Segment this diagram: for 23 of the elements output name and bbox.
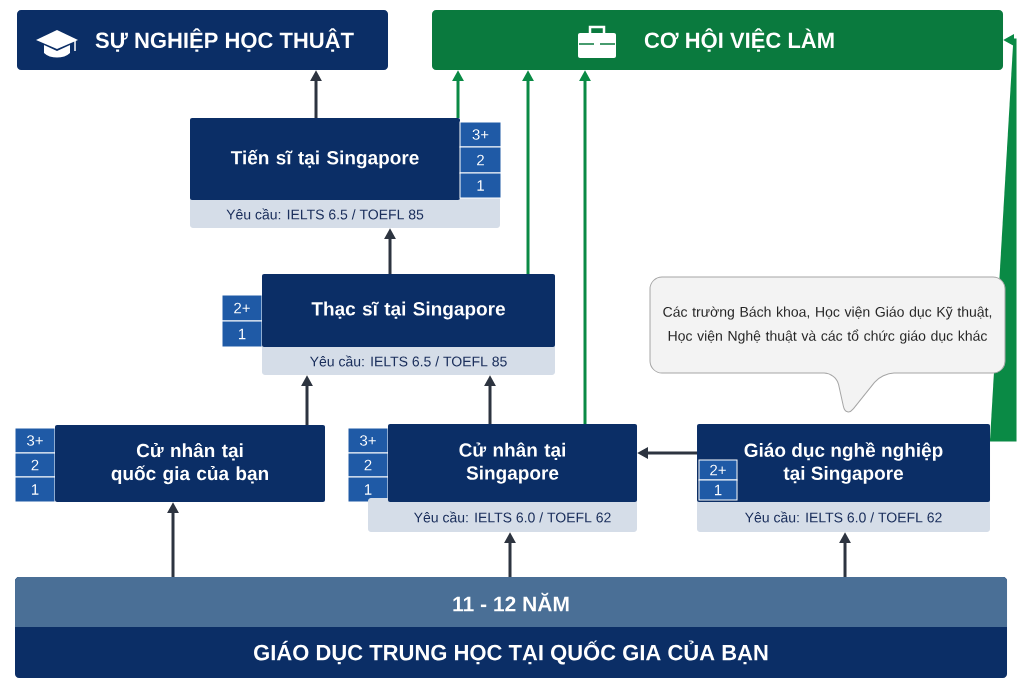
node-label: Yêu cầu: IELTS 6.5 / TOEFL 85 xyxy=(226,208,424,220)
program-box: Thạc sĩ tại Singapore Yêu cầu: IELTS 6.5 / TOEFL 85 xyxy=(262,274,555,375)
year-badge: 2 xyxy=(347,452,389,478)
year-badge: 1 xyxy=(698,479,738,501)
year-badge: 1 xyxy=(14,476,56,503)
year-badge: 3+ xyxy=(459,121,502,148)
year-badge: 2+ xyxy=(698,459,738,481)
heading-box: SỰ NGHIỆP HỌC THUẬT xyxy=(17,10,388,70)
node-label: Yêu cầu: IELTS 6.0 / TOEFL 62 xyxy=(745,511,942,523)
year-badge: 1 xyxy=(347,476,389,503)
year-badge: 1 xyxy=(221,320,263,348)
program-box: Cử nhân tại quốc gia của bạn xyxy=(55,425,325,502)
year-badge: 3+ xyxy=(14,427,56,454)
node-label: Yêu cầu: IELTS 6.5 / TOEFL 85 xyxy=(309,355,507,367)
year-badge: 2 xyxy=(459,146,502,174)
year-badge: 3+ xyxy=(347,427,389,454)
year-badge: 2 xyxy=(14,452,56,478)
year-badge: 1 xyxy=(459,172,502,199)
year-badge: 2+ xyxy=(221,294,263,322)
node-label: Yêu cầu: IELTS 6.0 / TOEFL 62 xyxy=(413,511,611,523)
speech-bubble: Các trường Bách khoa, Học viện Giáo dục Kỹ thuật, Học viện Nghệ thuật và các tổ chức giáo dục khác xyxy=(649,276,1006,413)
heading-box: CƠ HỘI VIỆC LÀM xyxy=(432,10,1003,70)
education-band: 11 - 12 NĂM GIÁO DỤC TRUNG HỌC TẠI QUỐC GIA CỦA BẠN xyxy=(15,577,1007,678)
